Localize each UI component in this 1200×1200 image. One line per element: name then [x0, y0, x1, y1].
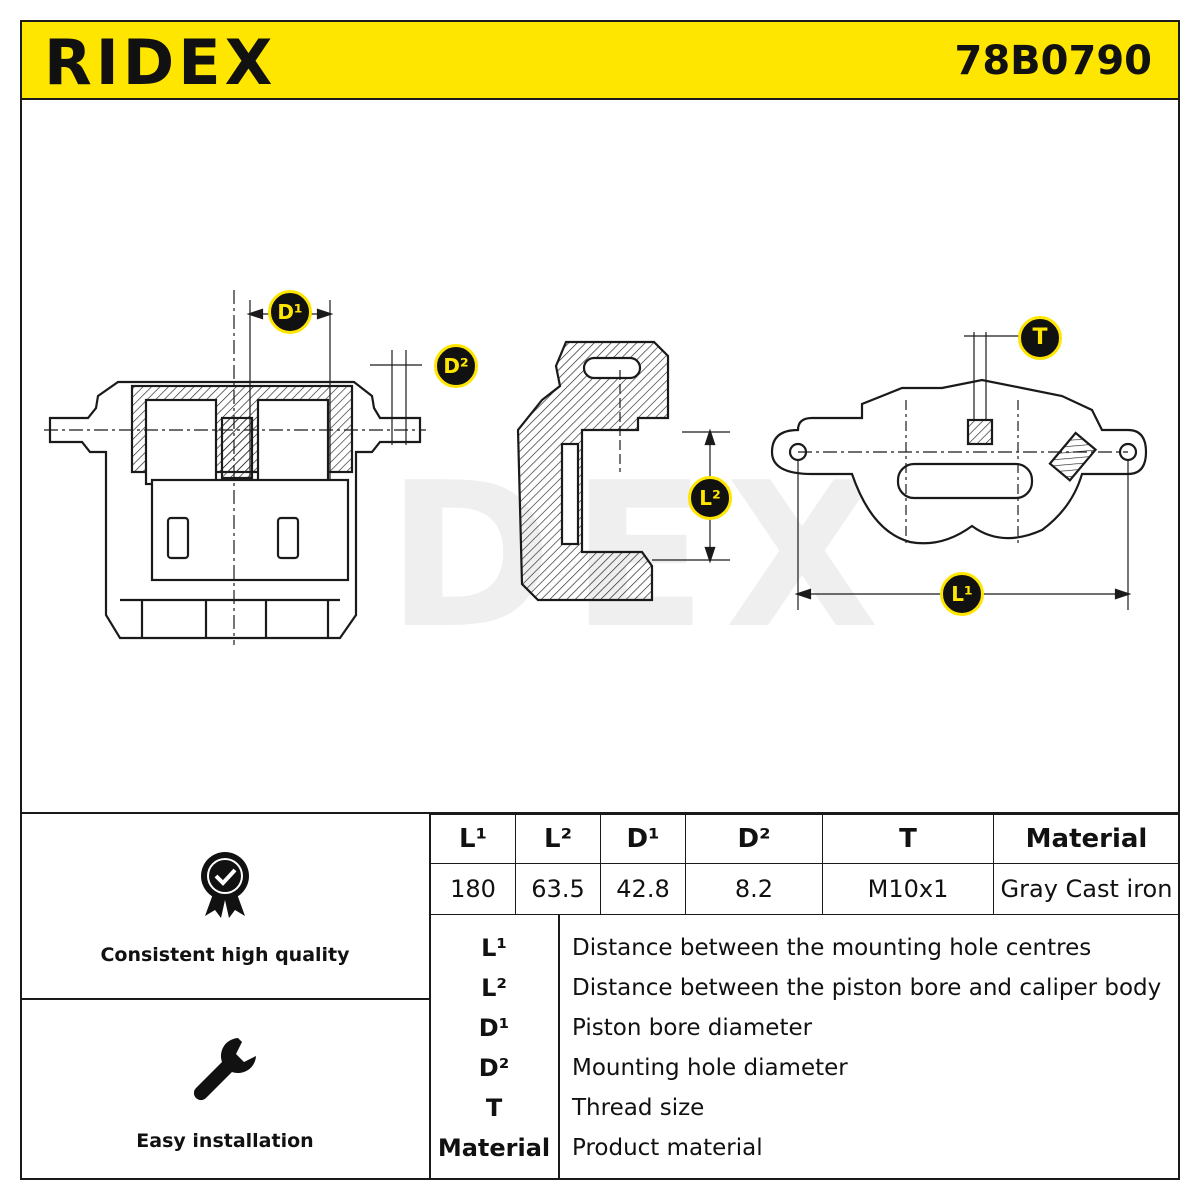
quality-badge-icon — [201, 852, 249, 918]
legend-desc: Distance between the mounting hole centr… — [572, 935, 1092, 961]
callout-t: T — [1018, 316, 1062, 360]
spec-header-material: Material — [993, 814, 1180, 864]
legend-row: T Thread size — [430, 1088, 1180, 1128]
legend-key: D² — [478, 1054, 510, 1082]
spec-header-l1: L¹ — [430, 814, 516, 864]
spec-value-d2: 8.2 — [685, 863, 823, 915]
spec-value-l2: 63.5 — [515, 863, 601, 915]
feature-quality-label: Consistent high quality — [100, 944, 350, 966]
panel-divider — [429, 814, 431, 1180]
spec-value-row: 180 63.5 42.8 8.2 M10x1 Gray Cast iron — [430, 863, 1180, 915]
header-bar: RIDEX 78B0790 — [20, 20, 1180, 100]
feature-installation: Easy installation — [20, 1034, 430, 1152]
legend-desc: Thread size — [572, 1095, 705, 1121]
legend-row: D¹ Piston bore diameter — [430, 1008, 1180, 1048]
legend-key: T — [485, 1094, 503, 1122]
feature-installation-label: Easy installation — [136, 1130, 314, 1152]
spec-header-t: T — [822, 814, 994, 864]
legend-key: D¹ — [478, 1014, 510, 1042]
legend-desc: Product material — [572, 1135, 763, 1161]
legend-row: L¹ Distance between the mounting hole ce… — [430, 928, 1180, 968]
wrench-icon — [193, 1038, 256, 1101]
legend-row: L² Distance between the piston bore and … — [430, 968, 1180, 1008]
legend-desc: Piston bore diameter — [572, 1015, 813, 1041]
spec-value-l1: 180 — [430, 863, 516, 915]
callout-d2: D² — [434, 344, 478, 388]
dimension-legend: L¹ Distance between the mounting hole ce… — [430, 914, 1180, 1180]
feature-divider — [20, 998, 430, 1000]
callout-l1: L¹ — [940, 572, 984, 616]
spec-header-d2: D² — [685, 814, 823, 864]
legend-desc: Mounting hole diameter — [572, 1055, 848, 1081]
spec-value-t: M10x1 — [822, 863, 994, 915]
brand-logo: RIDEX — [44, 26, 277, 99]
legend-key: L² — [481, 974, 507, 1002]
spec-value-material: Gray Cast iron — [993, 863, 1180, 915]
spec-header-d1: D¹ — [600, 814, 686, 864]
feature-quality: Consistent high quality — [20, 850, 430, 966]
legend-key: Material — [437, 1134, 551, 1162]
legend-divider — [558, 914, 560, 1180]
callout-d1: D¹ — [268, 290, 312, 334]
technical-drawing: RIDEX — [22, 100, 1178, 812]
spec-header-row: L¹ L² D¹ D² T Material — [430, 814, 1180, 864]
callout-l2: L² — [688, 476, 732, 520]
caliper-drawing-svg — [44, 290, 1148, 645]
part-number: 78B0790 — [954, 38, 1152, 84]
caliper-front-view — [44, 290, 426, 645]
spec-value-d1: 42.8 — [600, 863, 686, 915]
spec-table: L¹ L² D¹ D² T Material 180 63.5 42.8 8.2… — [430, 814, 1180, 915]
spec-panel: Consistent high quality Easy installatio… — [20, 812, 1180, 1180]
legend-row: D² Mounting hole diameter — [430, 1048, 1180, 1088]
caliper-top-view — [770, 332, 1148, 610]
spec-header-l2: L² — [515, 814, 601, 864]
caliper-side-view — [516, 340, 730, 602]
legend-key: L¹ — [481, 934, 507, 962]
legend-desc: Distance between the piston bore and cal… — [572, 975, 1162, 1001]
legend-row: Material Product material — [430, 1128, 1180, 1168]
